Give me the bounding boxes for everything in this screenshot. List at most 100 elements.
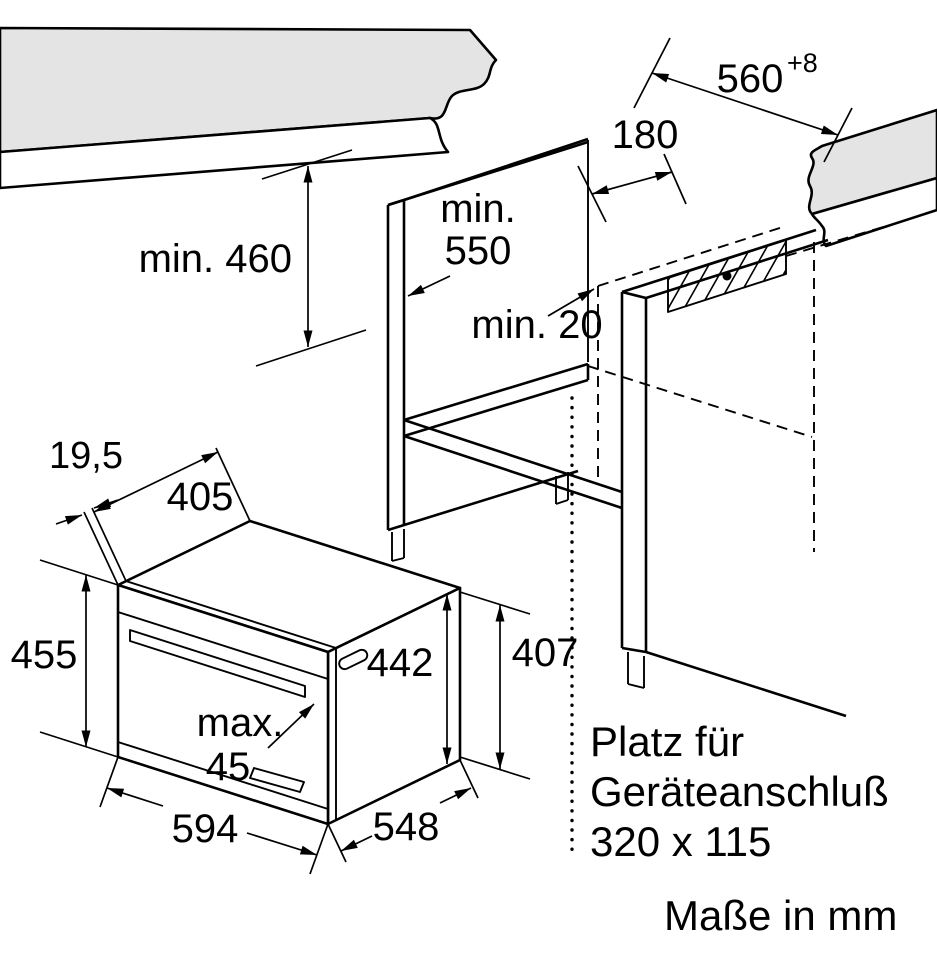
connection-note-line2: Geräteanschluß — [590, 768, 889, 815]
hidden-edges — [587, 221, 901, 552]
dim-line — [340, 835, 373, 852]
hatch-line — [687, 240, 741, 312]
right-foot-base — [627, 683, 645, 689]
dim-ext-line — [327, 823, 347, 863]
floor-front-top — [403, 418, 623, 494]
dim-door-protrusion: max. 45 — [197, 701, 315, 789]
dim-niche-depth: min. 550 — [407, 187, 516, 297]
hatch-line — [668, 240, 709, 312]
dim-ext-line — [215, 447, 251, 522]
dim-line — [591, 171, 673, 195]
connection-note: Platz für Geräteanschluß 320 x 115 — [570, 396, 889, 865]
dim-label-door-max: 45 — [206, 745, 251, 789]
dim-line — [439, 787, 472, 804]
right-panel-top-cap — [621, 290, 647, 300]
dim-label-top-depth: 405 — [167, 475, 234, 519]
dim-label-niche-depth: 550 — [445, 229, 512, 273]
dim-ext-line — [663, 153, 687, 205]
hatch-line — [751, 240, 786, 312]
right-base-front-edge — [645, 650, 847, 718]
dim-label-niche-width: 560 — [717, 57, 784, 101]
oven-side-grip-slot — [338, 648, 369, 671]
dim-ext-line — [91, 507, 127, 582]
oven — [116, 519, 462, 826]
dim-label-appliance-depth: 548 — [373, 805, 440, 849]
dim-body-height: 442 — [367, 594, 452, 764]
dim-ext-line — [83, 511, 119, 586]
dim-top-depth: 405 — [93, 447, 251, 522]
dim-front-height: 455 — [11, 559, 119, 758]
dim-top-recess: 180 — [577, 113, 687, 223]
dim-appliance-width: 594 — [99, 756, 329, 875]
vent-wall-hidden-edge — [785, 221, 901, 257]
connection-note-line3: 320 x 115 — [590, 818, 771, 865]
connection-note-line1: Platz für — [590, 718, 744, 765]
right-panel-bottom-cap — [621, 646, 647, 654]
worktop-left — [0, 26, 498, 190]
dim-ext-line — [255, 329, 367, 367]
floor-depth-top — [403, 362, 589, 422]
dim-arrow — [547, 288, 595, 317]
left-panel-bottom-edge — [387, 469, 579, 532]
worktop-right — [807, 108, 937, 248]
niche-cabinet-left — [386, 137, 623, 562]
dim-label-rear-height: 407 — [512, 631, 579, 675]
oven-door-handle — [129, 629, 306, 698]
dim-frame-depth: 19,5 — [49, 435, 127, 586]
dim-ext-line — [261, 149, 353, 180]
right-panel-top-outer — [621, 228, 817, 294]
hatch-line — [671, 240, 725, 312]
right-panel-top-inner — [645, 238, 829, 300]
dim-niche-width: 560 +8 — [633, 37, 853, 163]
oven-control-panel-line — [117, 611, 329, 680]
dim-line — [93, 451, 219, 513]
dim-ext-line — [459, 756, 531, 780]
dim-label-frame-depth: 19,5 — [49, 435, 123, 477]
dim-arrow — [267, 703, 315, 749]
worktop-right-front-edge — [810, 176, 937, 248]
dim-arrow — [55, 514, 83, 525]
left-panel-top-inner — [403, 137, 589, 202]
dim-label-front-height: 455 — [11, 633, 78, 677]
dim-rear-height: 407 — [459, 591, 579, 780]
dim-ext-line — [39, 559, 119, 586]
dim-ext-line — [309, 823, 329, 875]
worktop-right-top-surface — [807, 108, 937, 216]
vent-cutout — [667, 239, 787, 313]
dim-label-body-height: 442 — [367, 641, 434, 685]
front-foot-base — [391, 557, 405, 562]
dim-label-niche-width-tolerance: +8 — [787, 48, 818, 78]
oven-rating-plate — [249, 767, 305, 793]
worktop-left-front-edge — [0, 116, 450, 190]
floor-back-hidden-edge — [587, 365, 813, 438]
dimensions: 560 +8 180 min. 550 min. 20 min. 460 — [11, 37, 853, 875]
dim-line — [651, 72, 839, 136]
floor-front-bottom — [403, 434, 623, 510]
niche-top-hidden-edge — [597, 225, 787, 287]
niche-cabinet-right — [620, 228, 847, 718]
dim-niche-height: min. 460 — [139, 149, 367, 367]
dim-appliance-depth: 548 — [327, 759, 479, 863]
dim-label-top-recess: 180 — [612, 113, 679, 157]
worktop-left-top-surface — [0, 26, 498, 154]
dim-ext-line — [39, 731, 119, 758]
oven-door-bottom-line — [117, 741, 329, 810]
dim-label-door-max-prefix: max. — [197, 701, 284, 745]
dim-label-appliance-width: 594 — [172, 807, 239, 851]
dim-ext-line — [459, 759, 479, 799]
dim-label-niche-height: min. 460 — [139, 237, 292, 281]
dim-arrow — [407, 275, 451, 297]
hatch-line — [719, 240, 773, 312]
oven-frame-lip-top — [125, 580, 337, 649]
dim-ext-line — [459, 591, 531, 615]
floor-depth-bottom — [403, 378, 589, 438]
units-footer: Maße in mm — [664, 892, 897, 939]
vent-hatching — [668, 240, 786, 312]
dim-label-rear-gap: min. 20 — [471, 303, 602, 347]
dim-ext-line — [99, 756, 119, 808]
back-foot-base — [555, 499, 569, 505]
dim-rear-gap: min. 20 — [471, 288, 603, 347]
dim-label-niche-depth-prefix: min. — [440, 187, 516, 231]
